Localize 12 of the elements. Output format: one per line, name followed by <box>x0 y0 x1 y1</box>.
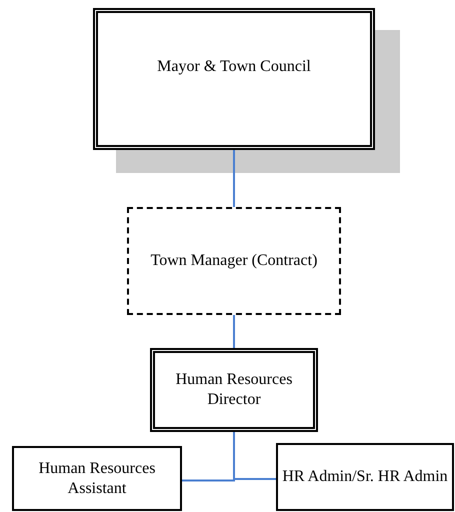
node-label: Human Resources Assistant <box>38 458 156 498</box>
double-border-box <box>150 348 318 432</box>
connector-line <box>233 315 235 348</box>
node-label: Town Manager (Contract) <box>150 251 318 271</box>
node-label: Mayor & Town Council <box>156 57 312 77</box>
process-box <box>12 446 182 511</box>
node-label: Human Resources Director <box>174 370 294 410</box>
process-box <box>276 443 454 511</box>
double-border-box <box>93 8 375 150</box>
connector-line <box>233 432 276 480</box>
node-label: HR Admin/Sr. HR Admin <box>281 467 449 487</box>
connector-line <box>233 150 235 207</box>
